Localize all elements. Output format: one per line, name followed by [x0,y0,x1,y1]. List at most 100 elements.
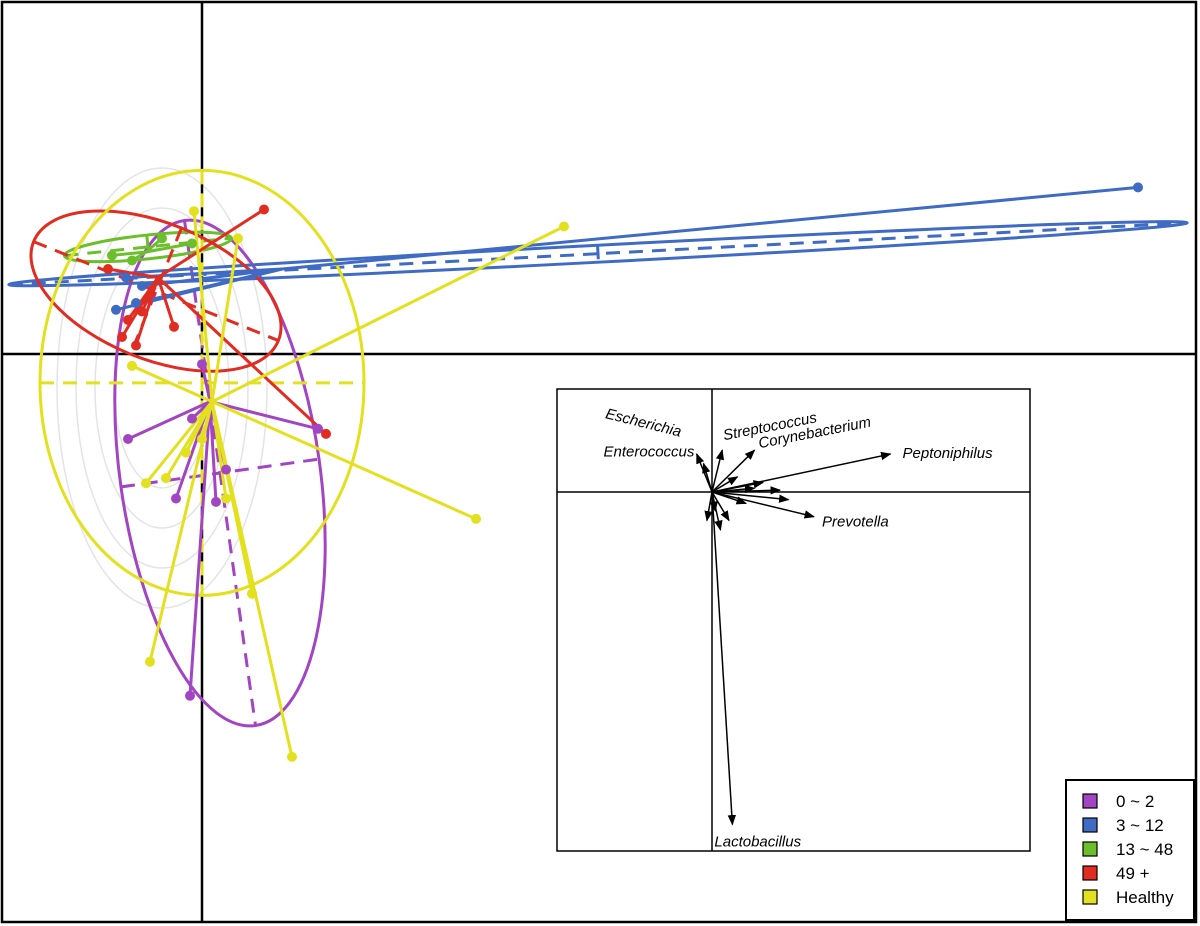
legend-label: 49 + [1116,864,1150,883]
loadings-inset: EscherichiaEnterococcusStreptococcusCory… [556,388,1031,852]
loading-arrow [711,449,756,493]
data-point [559,221,569,232]
spoke-line [111,250,147,257]
data-point [127,360,137,371]
loading-arrow [711,449,725,493]
data-point [197,359,207,370]
legend-swatch [1082,817,1098,833]
legend-label: 0 ~ 2 [1116,792,1154,811]
legend-swatch [1082,865,1098,881]
loading-label: Enterococcus [604,444,695,461]
spoke-line [281,185,1139,271]
loading-arrow [711,491,737,826]
data-point [247,588,257,599]
data-point [141,478,151,489]
chart-legend: 0 ~ 2 3 ~ 12 13 ~ 48 49 + Healthy [1065,779,1195,921]
data-point [137,281,147,291]
spoke-line [210,401,228,499]
loading-arrow-minor [711,484,756,494]
data-point [121,272,131,283]
data-point [107,250,117,261]
spoke-line [211,225,565,403]
data-point [187,238,197,249]
loading-arrow-minor [711,476,739,493]
data-point [127,255,137,266]
loading-arrow-minor [711,491,790,503]
spoke-line [127,400,211,441]
data-point [259,204,269,215]
ellipse-major-axis [33,240,279,342]
legend-swatch [1082,889,1098,905]
data-point [313,423,323,434]
spoke-line [184,400,214,454]
data-point [287,751,297,762]
data-point [171,493,181,504]
spoke-line [156,277,176,328]
data-point [137,306,147,317]
loading-arrow-minor [711,491,730,522]
spoke-line [211,400,477,521]
data-point [233,233,243,244]
spoke-line [209,400,319,431]
ellipse-minor-axis [183,220,257,726]
loading-label: Lactobacillus [714,834,801,851]
legend-label: Healthy [1116,888,1174,907]
loading-arrow [711,451,892,493]
data-point [131,340,141,351]
spoke-line [210,238,240,402]
spoke-line [192,211,214,402]
data-point [197,434,207,444]
data-point [185,690,195,701]
data-point [123,315,133,325]
data-point [471,513,481,524]
legend-swatch [1082,793,1098,809]
data-point [1133,182,1143,193]
ellipse-major-axis [64,236,232,258]
spoke-line [107,267,159,279]
data-point [221,493,231,504]
spoke-line [156,276,328,435]
spoke-line [148,401,214,663]
data-point [131,298,141,308]
spoke-line [188,401,212,696]
spoke-line [200,363,212,402]
spoke-line [140,276,160,313]
data-point [117,332,127,342]
data-point [211,496,221,507]
inset-frame [556,388,1031,852]
spoke-line [208,401,218,502]
legend-swatch [1082,841,1098,857]
data-point [111,304,121,315]
data-point [145,656,155,667]
data-point [103,264,113,274]
loading-arrow [702,462,713,493]
data-point [189,206,199,217]
data-point [181,447,191,458]
data-point [321,428,331,439]
spoke-line [210,401,294,758]
loading-arrow [711,491,816,519]
legend-label: 13 ~ 48 [1116,840,1173,859]
loading-label: Peptoniphilus [903,445,994,462]
data-point [169,321,179,332]
group-points [103,182,1143,762]
legend-label: 3 ~ 12 [1116,816,1164,835]
density-contour [75,207,249,569]
spoke-line [145,242,193,254]
ellipse-minor-axis [145,234,151,259]
loading-label: Prevotella [822,514,889,531]
data-point [157,233,167,244]
spoke-line [200,401,214,440]
spoke-line [131,364,213,403]
ellipse-minor-axis [596,245,600,263]
spoke-line [144,400,214,485]
data-point [221,464,231,475]
spoke-line [135,267,283,305]
spoke-line [157,208,265,279]
data-point [187,413,197,424]
data-point [161,473,171,484]
data-point [123,434,133,444]
